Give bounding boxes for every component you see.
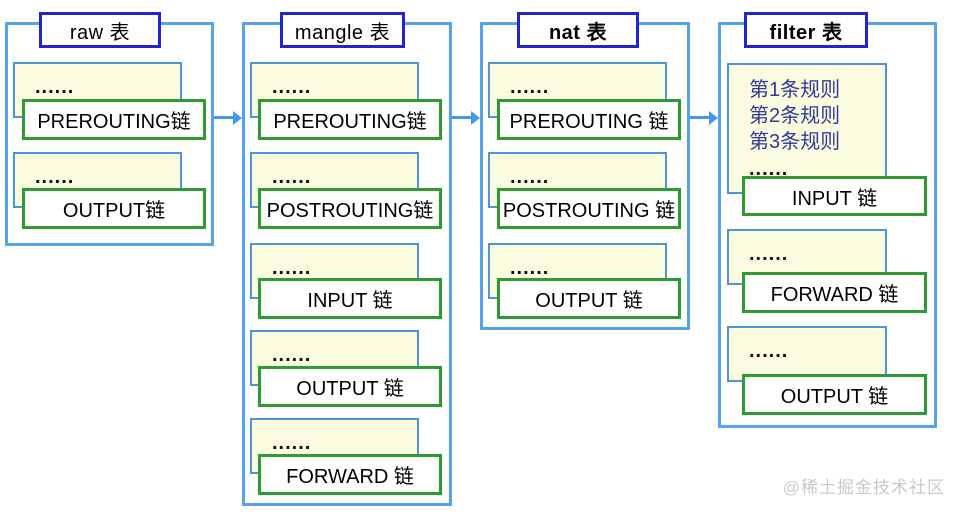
ellipsis-text: ...... <box>749 243 789 265</box>
ellipsis-text: ...... <box>35 166 75 188</box>
chain-label: INPUT 链 <box>307 290 393 312</box>
filter-chain-box-output: OUTPUT 链 <box>742 374 927 415</box>
mangle-chain-box-prerouting: PREROUTING链 <box>258 99 442 140</box>
chain-label: OUTPUT链 <box>62 200 166 222</box>
nat-chain-box-output: OUTPUT 链 <box>497 278 681 319</box>
flow-arrow-raw-to-mangle <box>214 111 242 125</box>
rule-text: 第3条规则 <box>749 131 841 153</box>
chain-label: FORWARD 链 <box>286 466 414 488</box>
chain-label: INPUT 链 <box>791 187 878 210</box>
chain-label: PREROUTING链 <box>37 111 191 133</box>
chain-label: OUTPUT 链 <box>780 386 889 408</box>
raw-table-title-label: raw 表 <box>69 21 131 44</box>
ellipsis-text: ...... <box>272 166 312 188</box>
ellipsis-text: ...... <box>35 76 75 98</box>
mangle-chain-box-output: OUTPUT 链 <box>258 366 442 407</box>
arrow-head-icon <box>709 111 718 125</box>
ellipsis-text: ...... <box>272 76 312 98</box>
arrow-line <box>452 116 474 119</box>
flow-arrow-mangle-to-nat <box>452 111 480 125</box>
arrow-line <box>214 116 236 119</box>
mangle-chain-box-postrouting: POSTROUTING链 <box>258 188 442 229</box>
mangle-chain-box-input: INPUT 链 <box>258 278 442 319</box>
arrow-head-icon <box>471 111 480 125</box>
raw-table-title: raw 表 <box>39 12 161 48</box>
filter-chain-box-forward: FORWARD 链 <box>742 272 927 313</box>
filter-chain-box-input: INPUT 链 <box>742 176 927 216</box>
chain-label: FORWARD 链 <box>770 284 899 306</box>
chain-label: PREROUTING链 <box>273 111 427 133</box>
chain-label: POSTROUTING 链 <box>502 200 676 222</box>
raw-chain-box-prerouting: PREROUTING链 <box>22 99 206 140</box>
flow-arrow-nat-to-filter <box>690 111 718 125</box>
filter-table-title-label: filter 表 <box>769 21 843 44</box>
mangle-table-title-label: mangle 表 <box>294 21 391 44</box>
raw-chain-box-output: OUTPUT链 <box>22 188 206 229</box>
filter-table-title: filter 表 <box>744 12 868 48</box>
ellipsis-text: ...... <box>272 344 312 366</box>
nat-chain-box-postrouting: POSTROUTING 链 <box>497 188 681 229</box>
ellipsis-text: ...... <box>272 432 312 454</box>
ellipsis-text: ...... <box>510 166 550 188</box>
nat-table-title-label: nat 表 <box>548 21 608 44</box>
filter-input-rules-box: 第1条规则 第2条规则 第3条规则 ...... <box>727 63 887 194</box>
ellipsis-text: ...... <box>749 340 789 362</box>
rule-text: 第1条规则 <box>749 79 841 101</box>
ellipsis-text: ...... <box>510 76 550 98</box>
mangle-table-title: mangle 表 <box>280 12 405 48</box>
watermark: @稀土掘金技术社区 <box>782 478 945 497</box>
ellipsis-text: ...... <box>749 158 789 180</box>
nat-table-title: nat 表 <box>517 12 639 48</box>
arrow-head-icon <box>233 111 242 125</box>
chain-label: PREROUTING 链 <box>509 111 669 133</box>
mangle-chain-box-forward: FORWARD 链 <box>258 454 442 495</box>
chain-label: OUTPUT 链 <box>296 378 404 400</box>
ellipsis-text: ...... <box>510 257 550 279</box>
nat-chain-box-prerouting: PREROUTING 链 <box>497 99 681 140</box>
chain-label: POSTROUTING链 <box>266 200 434 222</box>
chain-label: OUTPUT 链 <box>535 290 643 312</box>
arrow-line <box>690 116 712 119</box>
ellipsis-text: ...... <box>272 257 312 279</box>
rule-text: 第2条规则 <box>749 105 841 127</box>
